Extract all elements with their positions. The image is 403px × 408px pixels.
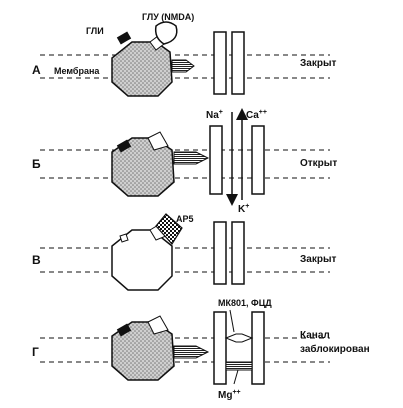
state-label-b: Открыт [300, 158, 337, 169]
glu-ligand-a [154, 21, 178, 45]
row-a: А Мембрана ГЛИ ГЛУ (NMDA) Закрыт [32, 12, 336, 97]
na-ion: Na+ [206, 109, 223, 121]
effector-a [171, 59, 195, 73]
gly-site-c [119, 233, 129, 243]
effector-b [173, 151, 210, 165]
row-letter-d: Г [32, 345, 39, 359]
glu-bound-b [147, 131, 169, 151]
row-b: Б Na+ Ca++ K+ Открыт [32, 108, 337, 215]
blocker-pointer [229, 309, 235, 333]
gly-bound-d [116, 323, 132, 337]
gly-ligand-a [116, 31, 132, 45]
k-ion: K+ [238, 203, 249, 215]
channel-left-c [213, 221, 227, 285]
glu-bound-d [147, 315, 169, 335]
receptor-a [111, 41, 173, 97]
mg-ion: Mg++ [218, 389, 241, 401]
ap5-label: AP5 [176, 214, 194, 224]
effector-d [173, 345, 210, 359]
state-label-d-line2: заблокирован [300, 343, 370, 355]
channel-right-d [251, 311, 265, 385]
gly-bound-b [116, 139, 132, 153]
channel-left-d [213, 311, 227, 385]
row-d: Г МК801, ФЦД Mg++ Канал заблокирован [32, 298, 370, 401]
state-label-c: Закрыт [300, 254, 336, 265]
channel-right-b [251, 125, 265, 195]
mg-block [225, 361, 253, 371]
glu-label: ГЛУ (NMDA) [142, 12, 194, 22]
channel-left-a [213, 31, 227, 95]
channel-right-a [231, 31, 245, 95]
row-c: В AP5 Закрыт [32, 213, 336, 291]
ap5-antagonist [155, 213, 183, 245]
state-label-d-line1: Канал [300, 330, 330, 341]
row-letter-b: Б [32, 157, 41, 171]
row-letter-c: В [32, 253, 41, 267]
channel-left-b [209, 125, 223, 195]
state-label-a: Закрыт [300, 58, 336, 69]
mk801-blocker [224, 333, 254, 343]
ca-ion: Ca++ [246, 109, 267, 121]
row-letter-a: А [32, 63, 41, 77]
gly-label: ГЛИ [86, 26, 104, 36]
membrane-label: Мембрана [54, 66, 100, 76]
mg-pointer [233, 369, 239, 385]
channel-right-c [231, 221, 245, 285]
blocker-label: МК801, ФЦД [218, 298, 272, 308]
